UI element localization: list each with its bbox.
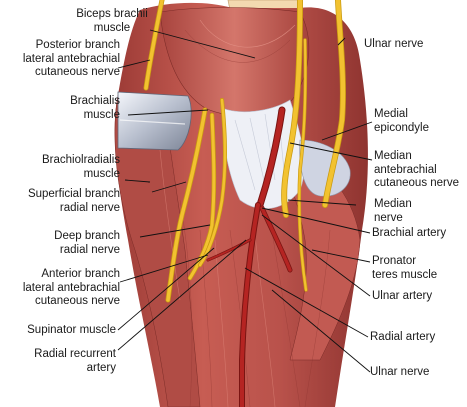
label-brachial-artery: Brachial artery (372, 227, 447, 239)
brachioradialis-muscle (114, 94, 201, 407)
label-ulnar-nerve-bottom: Ulnar nerve (370, 366, 430, 378)
label-radial-artery: Radial artery (370, 331, 436, 343)
retractor (117, 91, 192, 151)
label-ulnar-artery: Ulnar artery (372, 290, 433, 302)
label-ulnar-nerve-top: Ulnar nerve (364, 38, 424, 50)
leader-lines (117, 29, 373, 373)
label-supinator: Supinator muscle (27, 324, 116, 336)
